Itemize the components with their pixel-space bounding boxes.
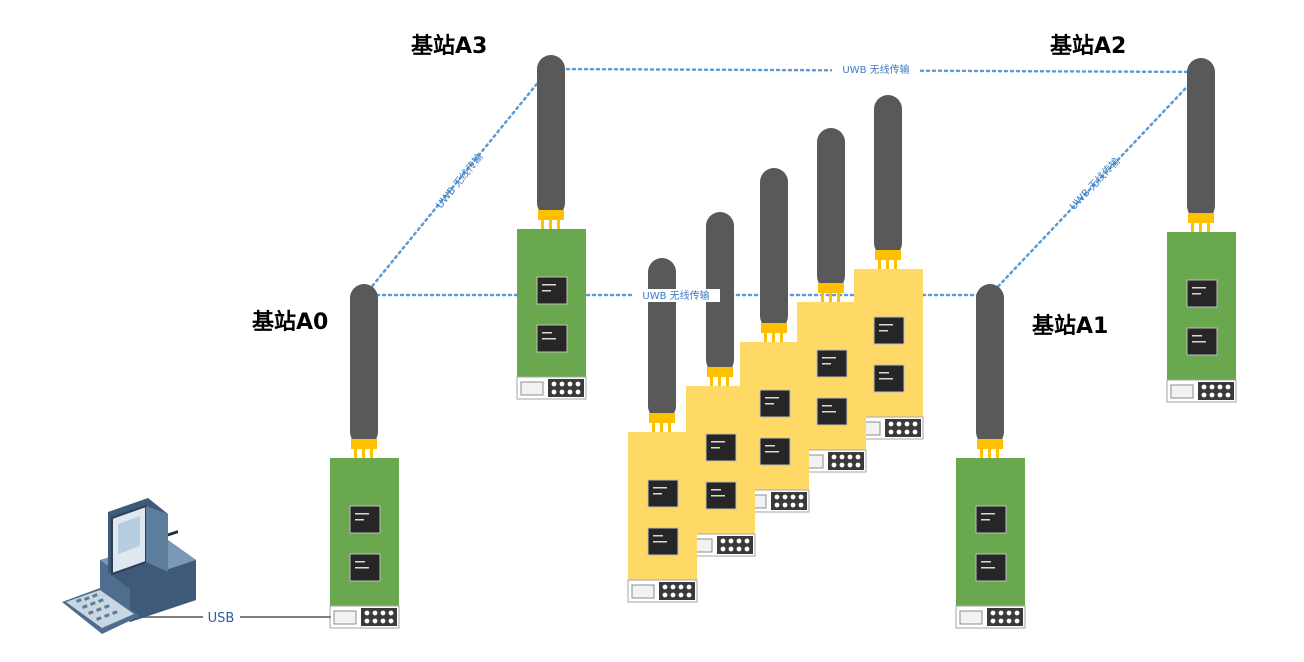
link-label-a3-a2: UWB 无线传输 [842, 63, 909, 76]
usb-connection: USB [142, 611, 331, 626]
station-label-a3: 基站A3 [411, 34, 487, 59]
station-a1-module [955, 283, 1026, 629]
link-a0-a3 [363, 67, 551, 297]
station-a3-module [516, 54, 587, 400]
station-labels: 基站A3 基站A2 基站A0 基站A1 [252, 34, 1126, 339]
usb-label: USB [208, 611, 235, 626]
link-a1-a2 [988, 70, 1203, 297]
link-label-a0-a3: UWB 无线传输 [433, 151, 486, 211]
station-a2-module [1166, 57, 1237, 403]
station-label-a2: 基站A2 [1050, 34, 1126, 59]
link-label-a1-a2: UWB 无线传输 [1067, 155, 1123, 213]
station-label-a1: 基站A1 [1032, 314, 1108, 339]
station-label-a0: 基站A0 [252, 310, 328, 335]
station-a0-module [329, 283, 400, 629]
link-label-a0-a1: UWB 无线传输 [642, 289, 709, 302]
desktop-computer-icon [62, 498, 196, 634]
